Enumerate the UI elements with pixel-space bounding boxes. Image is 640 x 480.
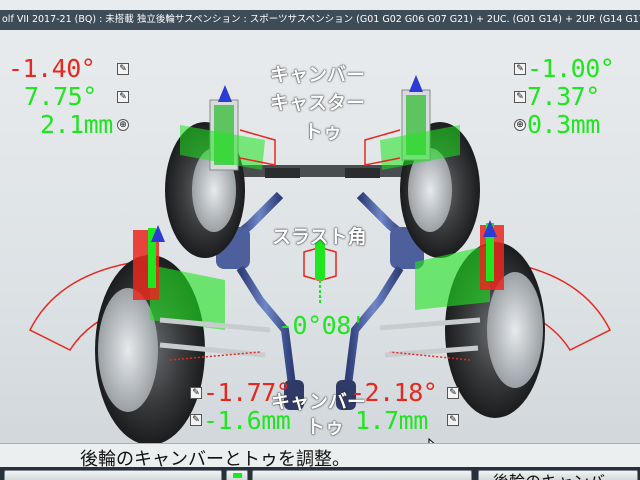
front-axle	[215, 165, 425, 178]
rear-left-camber-value: -1.77°	[203, 378, 291, 407]
camber-label-front: キャンバー	[270, 64, 366, 86]
caster-label-front: キャスター	[270, 92, 366, 114]
exhaust-system	[216, 191, 424, 410]
front-left-wheel	[165, 85, 276, 258]
front-right-camber-value: -1.00°	[527, 54, 615, 83]
rear-right-toe-value: 1.7mm	[355, 406, 428, 435]
pencil-icon[interactable]: ✎	[447, 387, 459, 399]
pencil-icon[interactable]: ✎	[514, 63, 526, 75]
thrust-angle-value: -0°08'	[278, 311, 366, 340]
window-title: olf VII 2017-21 (BQ) : 未搭載 独立後輪サスペンション :…	[0, 10, 640, 30]
front-left-camber-value: -1.40°	[8, 54, 96, 83]
status-bar: 後輪のキャンバーとトゥを調整。	[0, 443, 640, 470]
pencil-icon[interactable]: ✎	[117, 91, 129, 103]
pencil-icon[interactable]: ✎	[514, 91, 526, 103]
front-right-caster-value: 7.37°	[527, 82, 600, 111]
pencil-icon[interactable]: ✎	[190, 414, 202, 426]
rear-left-toe-value: -1.6mm	[203, 406, 291, 435]
target-icon[interactable]: ⊕	[117, 119, 129, 131]
pencil-icon[interactable]: ✎	[117, 63, 129, 75]
toe-label-rear: トゥ	[306, 416, 345, 438]
front-right-toe-value: 0.3mm	[527, 110, 600, 139]
front-right-wheel	[364, 75, 480, 258]
green-indicator-icon	[233, 473, 242, 478]
toolbar-button[interactable]	[252, 470, 472, 480]
camber-label-rear: キャンバー	[271, 391, 367, 413]
front-left-caster-value: 7.75°	[24, 82, 97, 111]
rear-right-camber-value: -2.18°	[350, 378, 438, 407]
pencil-icon[interactable]: ✎	[190, 387, 202, 399]
rear-camber-adjust-label: 後輪のキャンバー	[493, 471, 621, 480]
green-indicator-button[interactable]	[226, 470, 248, 480]
front-left-toe-value: 2.1mm	[40, 110, 113, 139]
rear-left-wheel	[28, 225, 271, 443]
thrust-angle-label: スラスト角	[272, 226, 367, 248]
toe-label-front: トゥ	[304, 121, 343, 143]
suspension-scene	[28, 75, 612, 443]
pencil-icon[interactable]: ✎	[447, 414, 459, 426]
rear-camber-adjust-button[interactable]: 後輪のキャンバー	[478, 470, 638, 480]
rear-right-wheel	[379, 220, 612, 418]
status-message: 後輪のキャンバーとトゥを調整。	[80, 449, 350, 470]
thrust-angle-indicator	[303, 240, 337, 305]
toolbar-button[interactable]	[4, 470, 222, 480]
target-icon[interactable]: ⊕	[514, 119, 526, 131]
